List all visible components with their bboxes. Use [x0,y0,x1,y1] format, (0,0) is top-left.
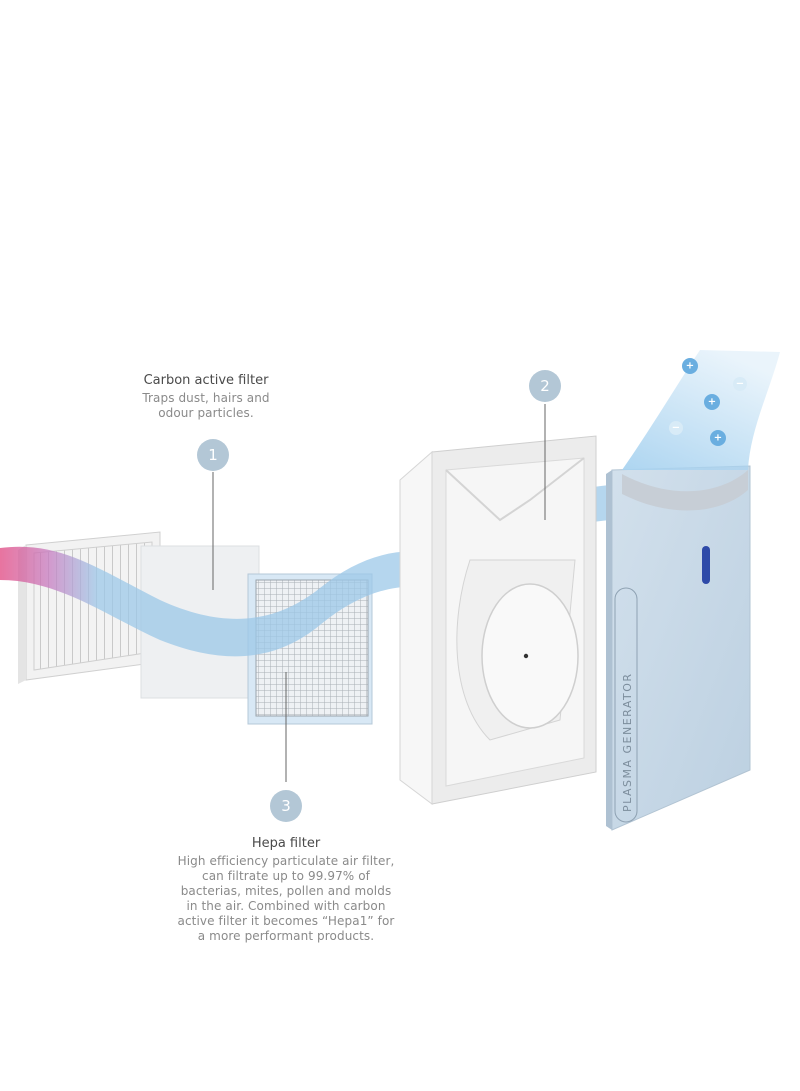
svg-text:3: 3 [281,797,291,815]
hepa-filter-description-line: bacterias, mites, pollen and molds [156,884,416,899]
hepa-filter-title: Hepa filter [156,836,416,852]
status-indicator [702,546,710,584]
hepa-filter-description-line: in the air. Combined with carbon [156,899,416,914]
fan-disc [482,584,578,728]
hepa-filter-description-line: High efficiency particulate air filter, [156,854,416,869]
svg-text:2: 2 [540,377,550,395]
svg-text:−: − [672,423,680,434]
plasma-generator-label: PLASMA GENERATOR [621,672,634,812]
svg-text:+: + [686,361,694,372]
front-panel: PLASMA GENERATOR [606,466,750,830]
hepa-filter-description-line: can filtrate up to 99.97% of [156,869,416,884]
carbon-filter-title: Carbon active filter [106,373,306,389]
hepa-filter-description-line: active filter it becomes “Hepa1” for [156,914,416,929]
callout-badge-2: 2 [529,370,561,402]
ion-stream [622,350,780,470]
carbon-filter-callout: Carbon active filter Traps dust, hairs a… [106,373,306,421]
hepa-filter-description-line: a more performant products. [156,929,416,944]
carbon-filter-description-line: Traps dust, hairs and [106,391,306,406]
carbon-filter-description-line: odour particles. [106,406,306,421]
svg-text:1: 1 [208,446,218,464]
svg-text:+: + [714,433,722,444]
svg-text:+: + [708,397,716,408]
svg-text:−: − [736,379,744,390]
hepa-filter-callout: Hepa filter High efficiency particulate … [156,836,416,944]
fan-hub [524,654,528,658]
callout-badge-1: 1 [197,439,229,471]
callout-badge-3: 3 [270,790,302,822]
